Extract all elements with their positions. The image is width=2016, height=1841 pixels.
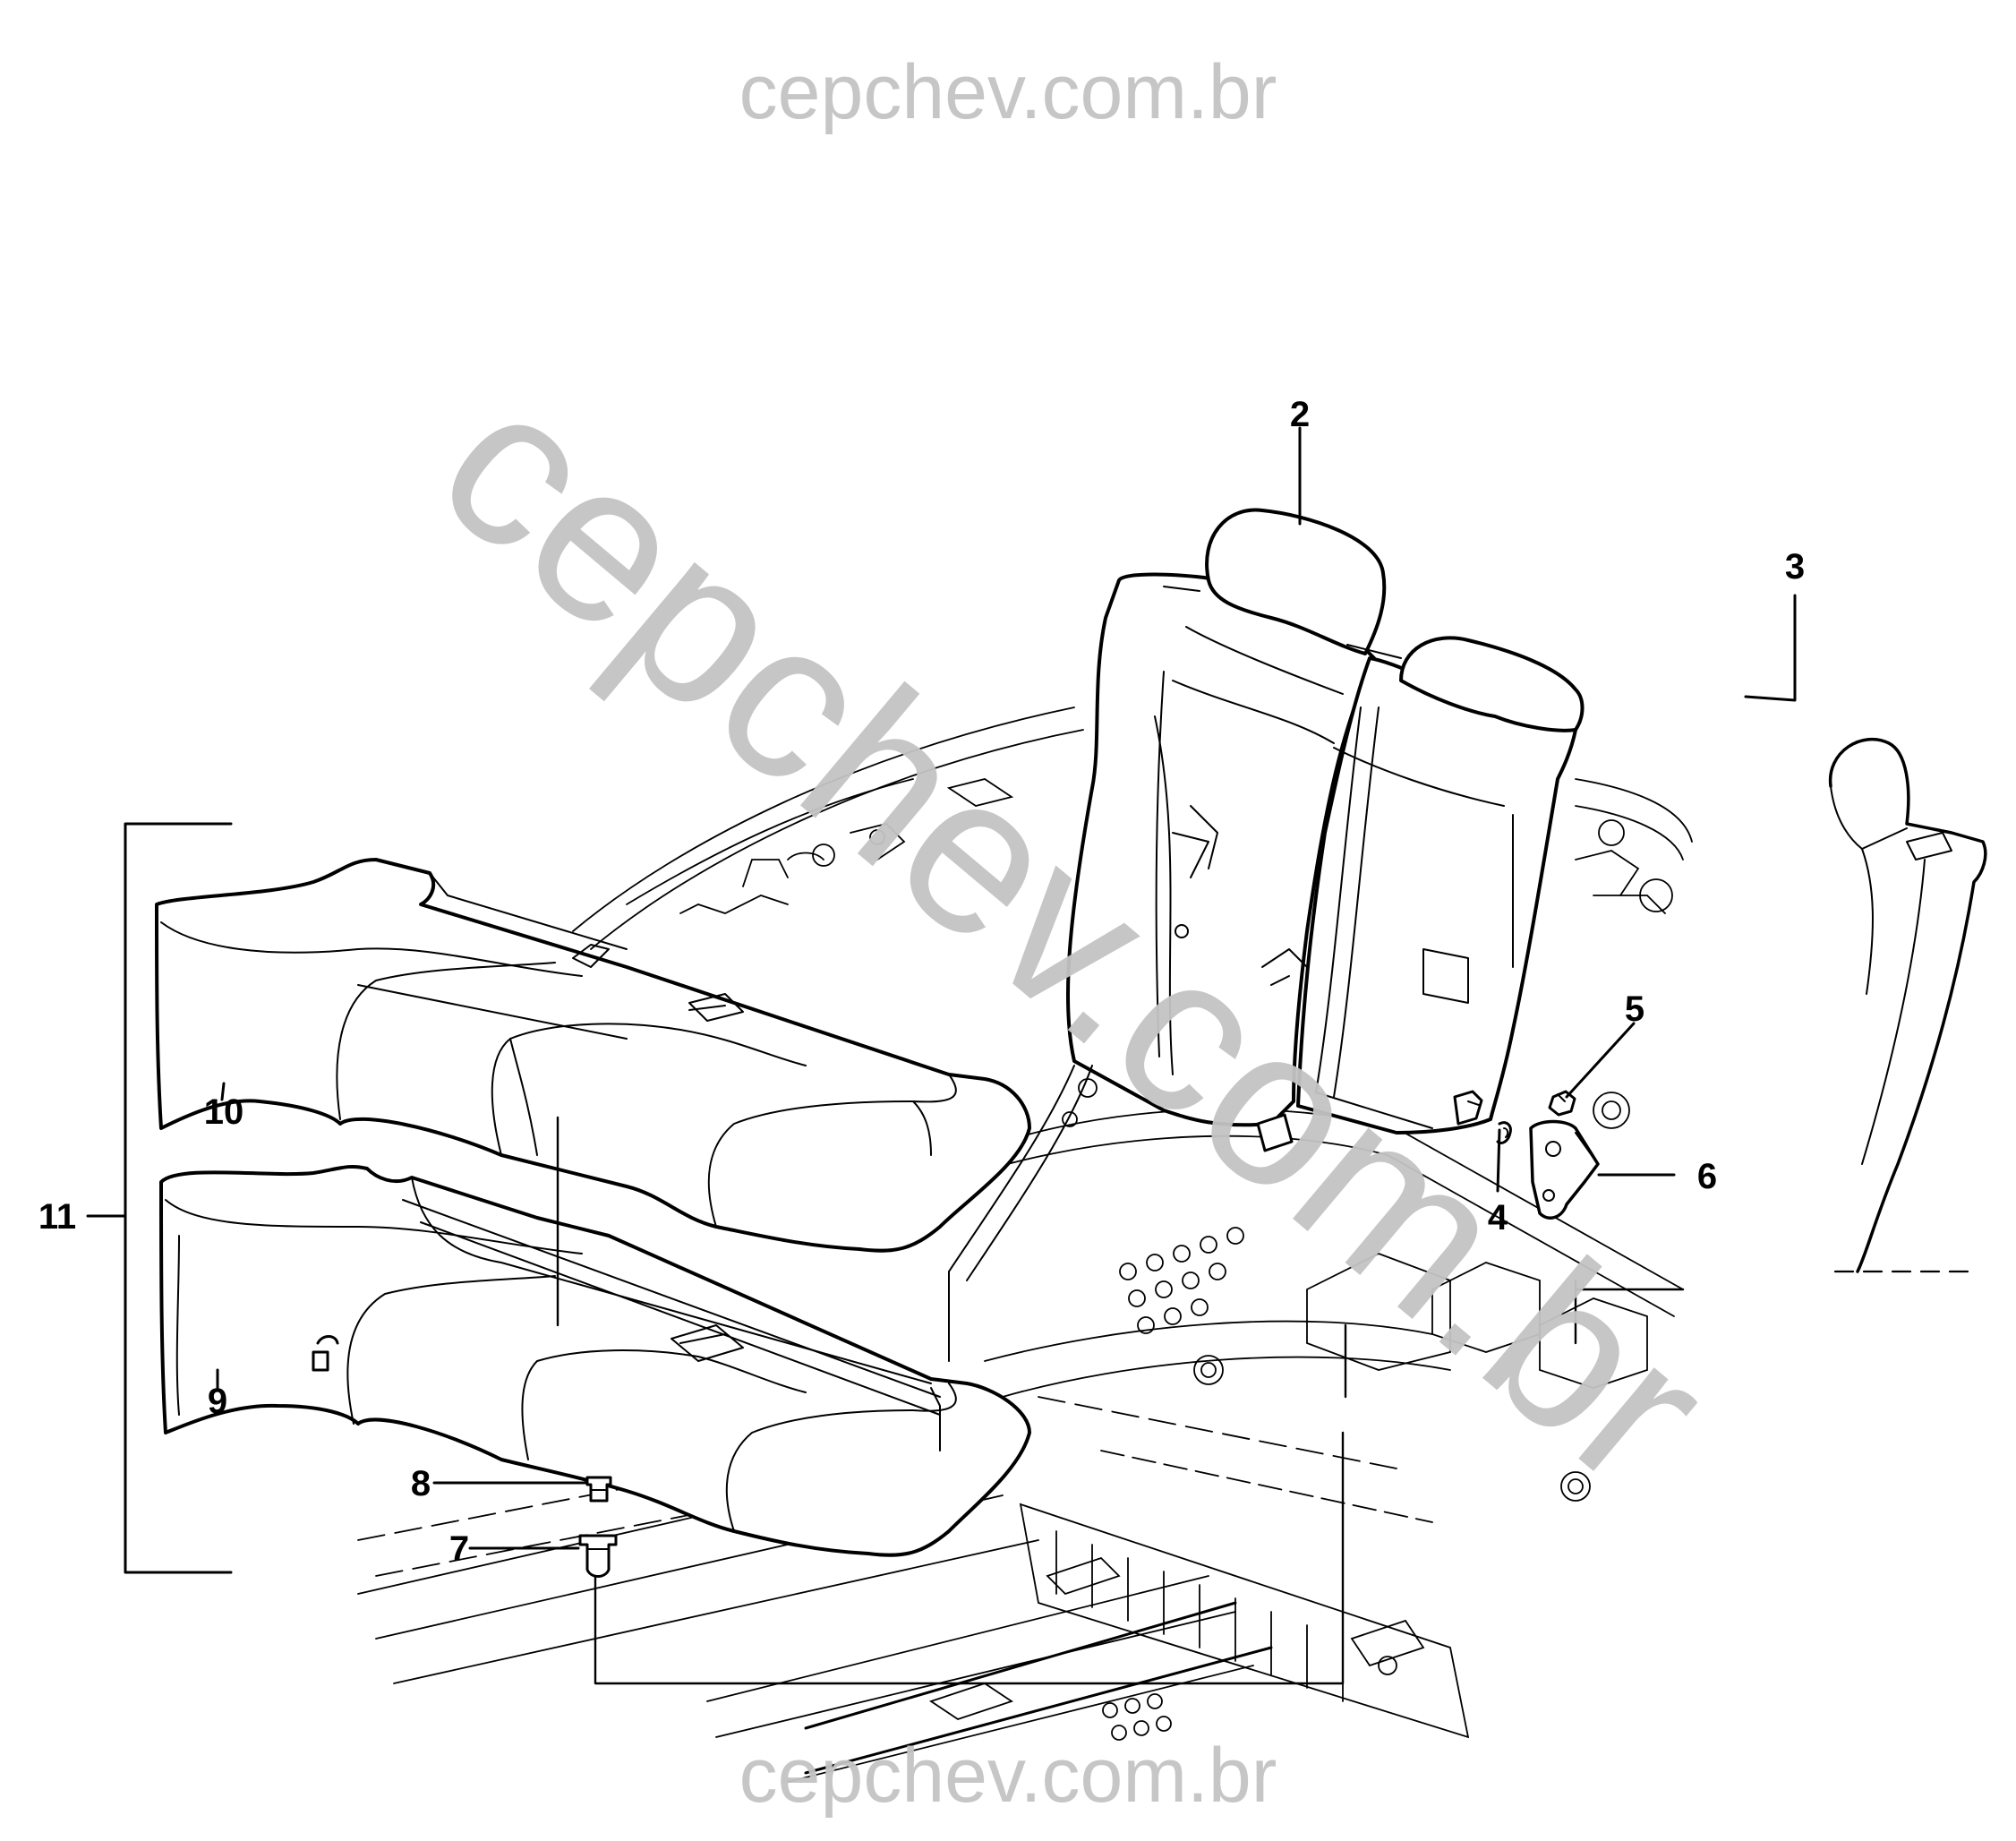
callout-labels: 2 3 4 5 6 7 8 9 10 11: [38, 395, 1805, 1569]
part-7-fastener: [578, 1534, 618, 1578]
callout-3: 3: [1785, 547, 1805, 587]
callout-10: 10: [204, 1092, 244, 1132]
callout-9: 9: [208, 1382, 227, 1421]
watermark-bottom: cepchev.com.br: [739, 1733, 1277, 1819]
part-5-hinge-nut: [1548, 1090, 1576, 1117]
callout-11: 11: [38, 1197, 76, 1237]
callout-4: 4: [1488, 1198, 1508, 1237]
part-10-seat-cushion-cover: [155, 858, 1031, 1253]
watermark-top: cepchev.com.br: [739, 49, 1277, 135]
vehicle-floor-structure: [357, 706, 1693, 1783]
part-9-seat-cushion-pad: [159, 1164, 1031, 1557]
part-2-rear-seatback: [948, 508, 1585, 1362]
crossmember-ribs: [1055, 1530, 1344, 1702]
part-3-rear-seatback-right: [1828, 737, 1987, 1273]
callout-2: 2: [1290, 395, 1310, 434]
callout-7: 7: [449, 1529, 469, 1569]
leader-lines: [86, 426, 1797, 1685]
callout-8: 8: [411, 1464, 431, 1503]
callout-5: 5: [1625, 989, 1644, 1029]
part-8-retainer: [585, 1476, 612, 1503]
part-4-hinge-bushing: [1496, 1121, 1512, 1145]
callout-6: 6: [1697, 1157, 1717, 1196]
floor-holes-front: [1102, 1693, 1172, 1741]
floor-holes: [1119, 1227, 1591, 1502]
part-6-hinge-bracket: [1529, 1119, 1600, 1220]
